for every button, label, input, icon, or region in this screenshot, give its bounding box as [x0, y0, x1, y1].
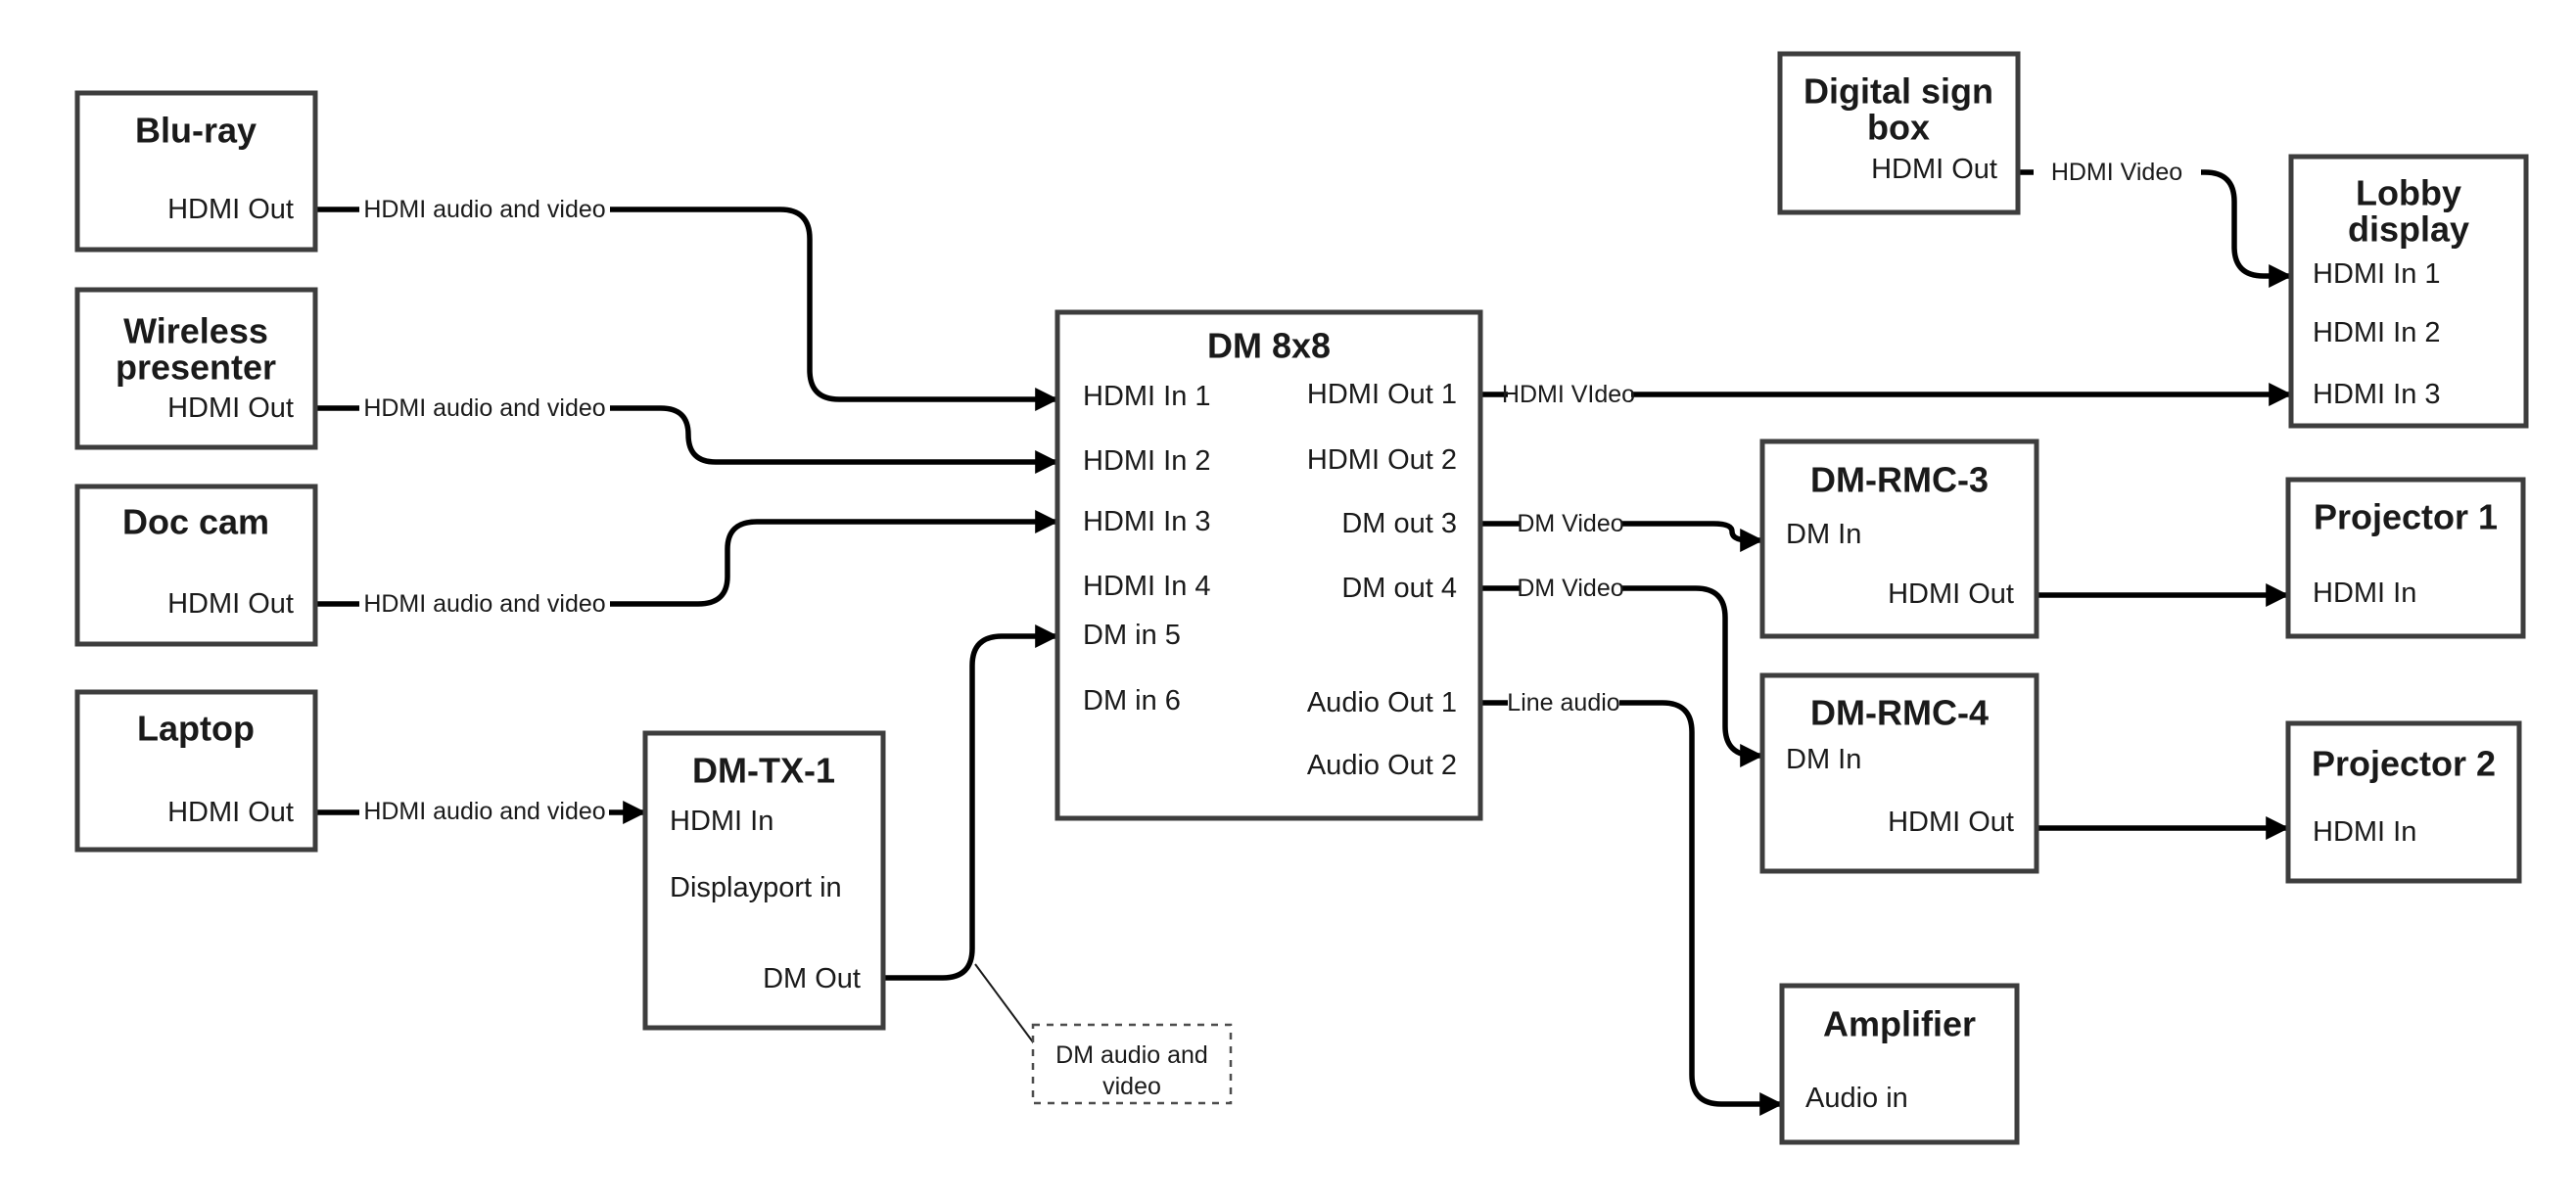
lobby-box	[2288, 154, 2529, 429]
connector-sign-lobby-in1	[2201, 169, 2293, 288]
dmrmc3-port-hdmi-out: HDMI Out	[1888, 578, 2014, 610]
doccam-port-hdmi-out: HDMI Out	[167, 588, 294, 620]
node-wireless-presenter: Wireless presenter HDMI Out	[74, 287, 318, 450]
doccam-title: Doc cam	[122, 502, 269, 542]
callout-box	[1031, 1023, 1233, 1105]
callout-pointer-line	[974, 963, 1035, 1044]
proj1-box	[2285, 477, 2526, 639]
device-nodes: Blu-ray HDMI Out Wireless presenter HDMI…	[74, 51, 2529, 1145]
connector-dm8x8-amplifier	[1619, 700, 1784, 1116]
callout-text-line2: video	[1102, 1073, 1161, 1100]
proj2-title: Projector 2	[2312, 744, 2496, 784]
digitalsign-box	[1777, 51, 2021, 215]
connector-bluray-dm8x8-in1	[610, 207, 1059, 411]
edge-label-wireless: HDMI audio and video	[363, 394, 605, 422]
doccam-box	[74, 484, 318, 647]
dm8x8-port-dm-out-3: DM out 3	[1341, 508, 1457, 539]
dm8x8-port-audio-out-2: Audio Out 2	[1307, 750, 1457, 781]
amplifier-title: Amplifier	[1823, 1004, 1976, 1044]
connector-dm8x8-dmrmc3	[1621, 521, 1764, 552]
dm8x8-box	[1054, 309, 1483, 821]
edge-label-dm-video-out4: DM Video	[1517, 575, 1623, 602]
digitalsign-title-line1: Digital sign	[1803, 71, 1993, 112]
dmtx1-port-displayport-in: Displayport in	[670, 872, 842, 903]
dmrmc3-box	[1759, 439, 2039, 639]
proj2-port-hdmi-in: HDMI In	[2313, 816, 2416, 848]
node-digital-sign-box: Digital sign box HDMI Out	[1777, 51, 2021, 215]
connector-dmtx1-dm8x8-in5	[883, 624, 1059, 981]
dm8x8-port-dm-in-5: DM in 5	[1083, 620, 1181, 651]
connectors	[315, 169, 2293, 1116]
digitalsign-title-line2: box	[1867, 108, 1930, 148]
node-dm-8x8: DM 8x8 HDMI In 1 HDMI In 2 HDMI In 3 HDM…	[1054, 309, 1483, 821]
dmrmc4-port-dm-in: DM In	[1786, 744, 1861, 775]
node-dm-rmc-4: DM-RMC-4 DM In HDMI Out	[1759, 672, 2039, 874]
proj1-port-hdmi-in: HDMI In	[2313, 577, 2416, 609]
amplifier-box	[1779, 983, 2020, 1145]
node-bluray: Blu-ray HDMI Out	[74, 90, 318, 253]
edge-label-sign-hdmi-video: HDMI Video	[2051, 159, 2182, 186]
connector-dm8x8-dmrmc4	[1621, 585, 1764, 767]
proj1-title: Projector 1	[2314, 497, 2498, 537]
node-dm-tx-1: DM-TX-1 HDMI In Displayport in DM Out	[642, 730, 886, 1031]
dm8x8-port-dm-in-6: DM in 6	[1083, 685, 1181, 716]
dmrmc4-box	[1759, 672, 2039, 874]
wireless-port-hdmi-out: HDMI Out	[167, 393, 294, 424]
dmtx1-title: DM-TX-1	[692, 751, 835, 791]
dmtx1-port-hdmi-in: HDMI In	[670, 806, 773, 837]
bluray-title: Blu-ray	[135, 111, 257, 151]
lobby-port-hdmi-in-1: HDMI In 1	[2313, 258, 2441, 290]
connector-doccam-dm8x8-in3	[610, 510, 1059, 607]
node-laptop: Laptop HDMI Out	[74, 689, 318, 853]
edge-labels: HDMI audio and video HDMI audio and vide…	[363, 159, 2182, 825]
dm8x8-port-dm-out-4: DM out 4	[1341, 573, 1457, 604]
edge-label-dm-video-out3: DM Video	[1517, 510, 1623, 537]
callout-text-line1: DM audio and	[1055, 1041, 1208, 1069]
node-projector-2: Projector 2 HDMI In	[2285, 720, 2522, 884]
laptop-box	[74, 689, 318, 853]
lobby-title-line1: Lobby	[2356, 173, 2461, 213]
node-lobby-display: Lobby display HDMI In 1 HDMI In 2 HDMI I…	[2288, 154, 2529, 429]
dmrmc3-port-dm-in: DM In	[1786, 519, 1861, 550]
bluray-port-hdmi-out: HDMI Out	[167, 194, 294, 225]
node-doc-cam: Doc cam HDMI Out	[74, 484, 318, 647]
laptop-title: Laptop	[137, 709, 255, 749]
dm8x8-port-hdmi-out-2: HDMI Out 2	[1307, 444, 1457, 476]
dm8x8-port-hdmi-in-3: HDMI In 3	[1083, 506, 1211, 537]
dmrmc4-port-hdmi-out: HDMI Out	[1888, 807, 2014, 838]
dm8x8-port-hdmi-in-1: HDMI In 1	[1083, 381, 1211, 412]
wireless-box	[74, 287, 318, 450]
edge-label-doccam: HDMI audio and video	[363, 590, 605, 618]
digitalsign-port-hdmi-out: HDMI Out	[1871, 154, 1997, 185]
edge-label-bluray: HDMI audio and video	[363, 196, 605, 223]
dmrmc4-title: DM-RMC-4	[1810, 693, 1989, 733]
node-dm-rmc-3: DM-RMC-3 DM In HDMI Out	[1759, 439, 2039, 639]
lobby-port-hdmi-in-2: HDMI In 2	[2313, 317, 2441, 348]
lobby-title-line2: display	[2348, 209, 2469, 250]
dmrmc3-title: DM-RMC-3	[1810, 460, 1989, 500]
dm8x8-port-hdmi-in-2: HDMI In 2	[1083, 445, 1211, 477]
proj2-box	[2285, 720, 2522, 884]
callout-dm-audio-video: DM audio and video	[1031, 1023, 1233, 1105]
dm8x8-port-audio-out-1: Audio Out 1	[1307, 687, 1457, 718]
node-amplifier: Amplifier Audio in	[1779, 983, 2020, 1145]
edge-label-hdmi-video-out1: HDMI VIdeo	[1502, 381, 1635, 408]
edge-label-line-audio: Line audio	[1507, 689, 1619, 716]
dm8x8-port-hdmi-in-4: HDMI In 4	[1083, 571, 1211, 602]
amplifier-port-audio-in: Audio in	[1805, 1083, 1908, 1114]
laptop-port-hdmi-out: HDMI Out	[167, 797, 294, 828]
wireless-title-line2: presenter	[116, 347, 276, 388]
dm8x8-port-hdmi-out-1: HDMI Out 1	[1307, 379, 1457, 410]
lobby-port-hdmi-in-3: HDMI In 3	[2313, 379, 2441, 410]
connector-wireless-dm8x8-in2	[610, 405, 1059, 474]
wireless-title-line1: Wireless	[123, 311, 268, 351]
edge-label-laptop: HDMI audio and video	[363, 798, 605, 825]
bluray-box	[74, 90, 318, 253]
node-projector-1: Projector 1 HDMI In	[2285, 477, 2526, 639]
dmtx1-box	[642, 730, 886, 1031]
dmtx1-port-dm-out: DM Out	[763, 963, 861, 994]
dm8x8-title: DM 8x8	[1207, 326, 1331, 366]
